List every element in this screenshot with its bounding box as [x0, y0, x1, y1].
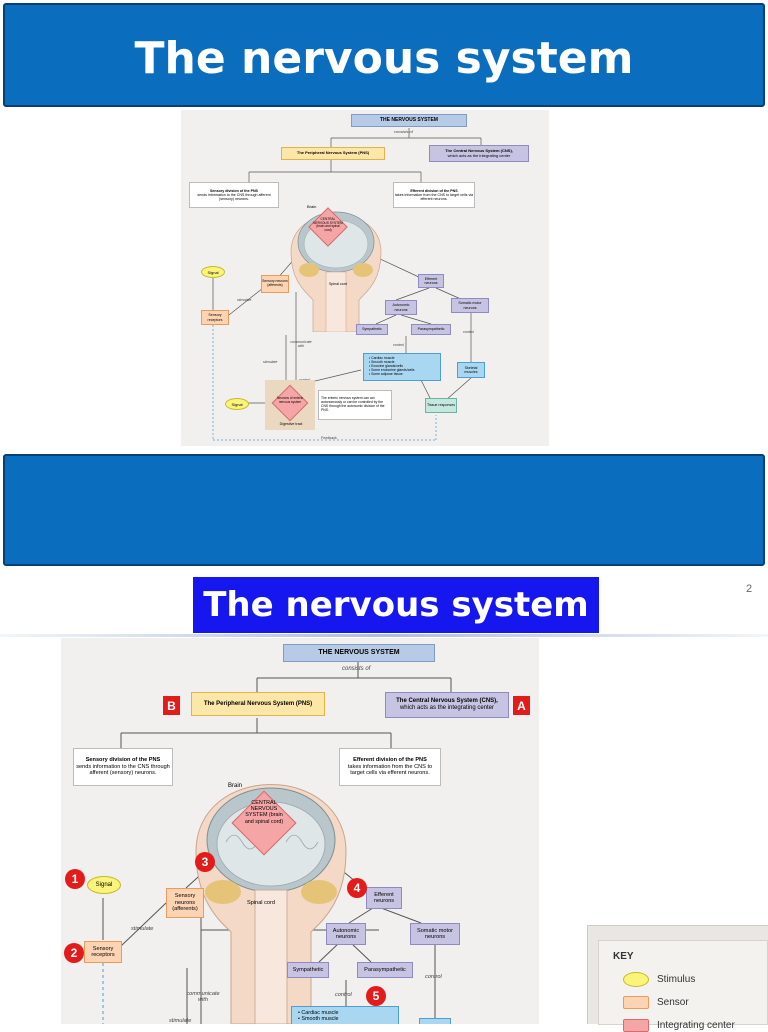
- slide2-diagram: THE NERVOUS SYSTEM consists of The Perip…: [61, 638, 539, 1024]
- target-tissues-box: • Cardiac muscle • Smooth muscle • Exocr…: [363, 353, 441, 381]
- efferent-division-title-2: Efferent division of the PNS: [353, 757, 427, 764]
- marker-2: 2: [64, 943, 84, 963]
- target-line-cardiac: • Cardiac muscle: [298, 1010, 339, 1016]
- sensory-division-title: Sensory division of the PNS: [210, 188, 258, 193]
- sensory-receptors-box: Sensory receptors: [201, 310, 229, 325]
- parasympathetic-box-2: Parasympathetic: [357, 962, 413, 978]
- cns-diamond-label-2: CENTRAL NERVOUS SYSTEM (brain and spinal…: [244, 800, 284, 825]
- slide1-diagram: THE NERVOUS SYSTEM consists of The Perip…: [181, 110, 549, 446]
- somatic-motor-box: Somatic motor neurons: [451, 298, 489, 313]
- marker-3: 3: [195, 852, 215, 872]
- sympathetic-box: Sympathetic: [356, 324, 388, 335]
- empty-blue-banner: [3, 454, 765, 566]
- efferent-division-text-2: takes information from the CNS to target…: [347, 763, 433, 777]
- slide1-title: The nervous system: [134, 33, 634, 84]
- key-stimulus-label: Stimulus: [657, 974, 696, 985]
- skeletal-muscles-box-2: [419, 1018, 451, 1024]
- stimulate-label-2b: stimulate: [169, 1018, 192, 1024]
- spinal-cord-label-2: Spinal cord: [247, 900, 275, 906]
- key-integrating-swatch: [623, 1019, 649, 1032]
- communicate-with-label-2: communicate with: [186, 991, 220, 1003]
- efferent-neurons-box-2: Efferent neurons: [366, 887, 402, 909]
- marker-4: 4: [347, 878, 367, 898]
- key-panel: KEY Stimulus Sensor Integrating center: [587, 925, 768, 1032]
- slide1-title-banner: The nervous system: [3, 3, 765, 107]
- sensory-neurons-box-2: Sensory neurons (afferents): [166, 888, 204, 918]
- autonomic-neurons-box: Autonomic neurons: [385, 300, 417, 315]
- cns-box-2: The Central Nervous System (CNS), which …: [385, 692, 509, 718]
- spinal-cord-label: Spinal cord: [329, 282, 347, 286]
- marker-a: A: [513, 696, 530, 715]
- cns-box-2-line1: The Central Nervous System (CNS),: [396, 698, 498, 705]
- signal-stimulus: Signal: [201, 266, 225, 278]
- head-illustration-2: [195, 784, 347, 1024]
- cns-diamond-label: CENTRAL NERVOUS SYSTEM (brain and spinal…: [313, 217, 343, 232]
- signal-stimulus-2: Signal: [225, 398, 249, 410]
- control-label-2a: control: [335, 992, 352, 998]
- key-sensor-swatch: [623, 996, 649, 1009]
- head-illustration: [290, 211, 382, 332]
- control-label-2: control: [463, 330, 474, 334]
- enteric-neurons-label: Neurons of enteric nervous system: [276, 396, 304, 404]
- target-line-smooth: • Smooth muscle: [298, 1016, 339, 1023]
- sensory-division-title-2: Sensory division of the PNS: [85, 757, 161, 764]
- stimulate-label: stimulate: [237, 298, 252, 302]
- pns-box: The Peripheral Nervous System (PNS): [281, 147, 385, 160]
- signal-stimulus-3: Signal: [87, 876, 121, 894]
- efferent-division-box: Efferent division of the PNS takes infor…: [393, 182, 475, 208]
- nervous-system-box-2: THE NERVOUS SYSTEM: [283, 644, 435, 662]
- nervous-system-box: THE NERVOUS SYSTEM: [351, 114, 467, 127]
- efferent-division-title: Efferent division of the PNS: [410, 188, 458, 193]
- autonomic-neurons-box-2: Autonomic neurons: [326, 923, 366, 945]
- slide2-title: The nervous system: [193, 577, 599, 633]
- slide2-divider: [0, 634, 768, 637]
- skeletal-muscles-box: Skeletal muscles: [457, 362, 485, 378]
- enteric-info-box: The enteric nervous system can act auton…: [318, 390, 392, 420]
- brain-label: Brain: [307, 204, 317, 209]
- cns-box-line1: The Central Nervous System (CNS),: [445, 147, 513, 153]
- feedback-label: Feedback: [321, 436, 337, 440]
- tissue-responses-box: Tissue responses: [425, 398, 457, 413]
- efferent-division-text: takes information from the CNS to target…: [394, 192, 474, 202]
- marker-b: B: [163, 696, 180, 715]
- efferent-neurons-box: Efferent neurons: [418, 274, 444, 288]
- target-tissues-box-2: • Cardiac muscle • Smooth muscle: [291, 1006, 399, 1024]
- consists-of-label-2: consists of: [342, 666, 371, 672]
- brain-label-2: Brain: [228, 783, 243, 789]
- control-label-1: control: [393, 343, 404, 347]
- marker-1: 1: [65, 869, 85, 889]
- key-title: KEY: [613, 951, 634, 962]
- page-number: 2: [746, 583, 753, 595]
- consists-of-label: consists of: [394, 129, 413, 134]
- communicate-with-label: communicate with: [290, 340, 312, 348]
- cns-box: The Central Nervous System (CNS), which …: [429, 145, 529, 162]
- sensory-receptors-box-2: Sensory receptors: [84, 941, 122, 963]
- stimulate-label-2: stimulate: [131, 926, 154, 932]
- sensory-division-box: Sensory division of the PNS sends inform…: [189, 182, 279, 208]
- key-sensor-label: Sensor: [657, 997, 689, 1008]
- sensory-division-text: sends information to the CNS through aff…: [197, 192, 271, 202]
- key-stimulus-swatch: [623, 972, 649, 987]
- sensory-division-box-2: Sensory division of the PNS sends inform…: [73, 748, 173, 786]
- cns-box-2-line2: which acts as the integrating center: [399, 705, 495, 711]
- sensory-neurons-box: Sensory neurons (afferents): [261, 275, 289, 293]
- sensory-division-text-2: sends information to the CNS through aff…: [76, 763, 170, 777]
- marker-5: 5: [366, 986, 386, 1006]
- parasympathetic-box: Parasympathetic: [411, 324, 451, 335]
- stimulate-label-lower: stimulate: [263, 360, 278, 364]
- key-inner: KEY Stimulus Sensor Integrating center: [598, 940, 768, 1032]
- sympathetic-box-2: Sympathetic: [287, 962, 329, 978]
- control-label-2b: control: [425, 974, 442, 980]
- digestive-tract-label: Digestive tract: [279, 422, 303, 426]
- efferent-division-box-2: Efferent division of the PNS takes infor…: [339, 748, 441, 786]
- key-integrating-label: Integrating center: [657, 1020, 735, 1031]
- cns-box-line2: which acts as the integrating center: [447, 152, 511, 158]
- pns-box-2: The Peripheral Nervous System (PNS): [191, 692, 325, 716]
- somatic-motor-box-2: Somatic motor neurons: [410, 923, 460, 945]
